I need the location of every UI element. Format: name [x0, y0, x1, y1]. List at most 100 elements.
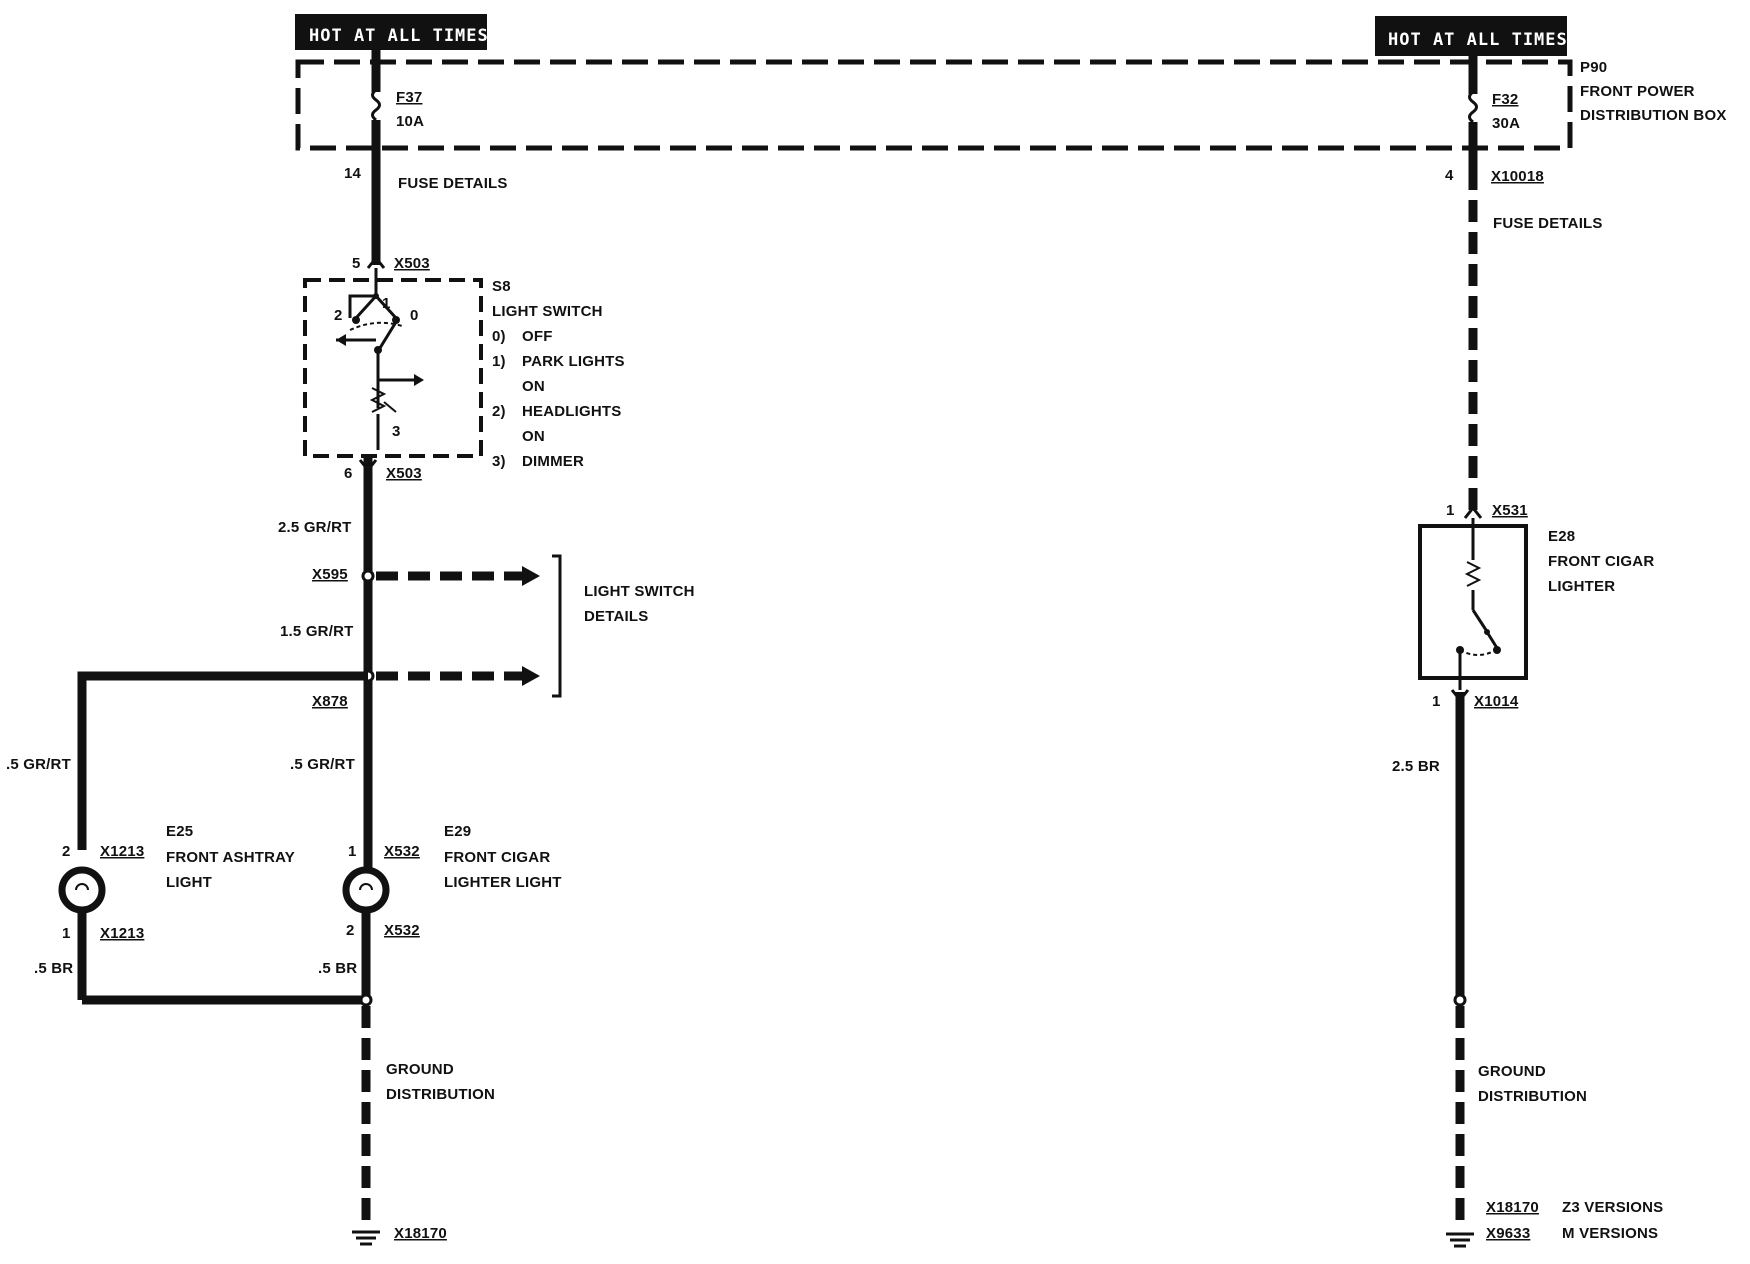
switch-name: LIGHT SWITCH [492, 303, 603, 320]
lighter-pin-bottom: 1 [1432, 693, 1441, 710]
lighter-light-pin-bottom: 2 [346, 922, 355, 939]
wire-label-w3: .5 GR/RT [6, 756, 71, 773]
fuse-f37-icon [371, 88, 381, 122]
switch-details-2: DETAILS [584, 608, 648, 625]
lighter-connector-bottom: X1014 [1474, 693, 1519, 710]
switch-id: S8 [492, 278, 511, 295]
switch-pos-text-4: ON [522, 428, 545, 445]
ground-left-1: GROUND [386, 1061, 454, 1078]
ground-right-1: GROUND [1478, 1063, 1546, 1080]
switch-pos-num-5: 3) [492, 453, 506, 470]
light-switch-outline [303, 278, 483, 458]
switch-pos-text-1: PARK LIGHTS [522, 353, 625, 370]
switch-connector-top: X503 [394, 255, 430, 272]
lighter-light-name-1: FRONT CIGAR [444, 849, 550, 866]
lighter-light-pin-top: 1 [348, 843, 357, 860]
fuse-f37-pin: 14 [344, 165, 362, 182]
switch-contact-0: 0 [410, 307, 419, 324]
header-right: HOT AT ALL TIMES [1375, 16, 1568, 56]
switch-pos-num-3: 2) [492, 403, 506, 420]
fuse-box-id: P90 [1580, 59, 1607, 76]
fuse-f32-icon [1468, 90, 1478, 124]
switch-pos-text-3: HEADLIGHTS [522, 403, 622, 420]
fuse-f32-rating: 30A [1492, 115, 1520, 132]
fuse-box-name-1: FRONT POWER [1580, 83, 1695, 100]
ground-right-node [1453, 993, 1467, 1007]
wire-to-ashtray [77, 671, 368, 850]
switch-pos-text-2: ON [522, 378, 545, 395]
connector-arrow-icon [366, 255, 386, 269]
lighter-name-2: LIGHTER [1548, 578, 1615, 595]
ashtray-name-2: LIGHT [166, 874, 212, 891]
ashtray-id: E25 [166, 823, 193, 840]
lighter-light-connector-top: X532 [384, 843, 420, 860]
ground-right-id2: X9633 [1486, 1225, 1530, 1242]
bulb-filament-icon [75, 883, 89, 891]
fuse-f32-id: F32 [1492, 91, 1518, 108]
header-right-label: HOT AT ALL TIMES [1388, 30, 1568, 50]
switch-pos-text-5: DIMMER [522, 453, 584, 470]
ground-left-icon [352, 1230, 380, 1246]
arrow-right-icon [522, 566, 540, 586]
ground-left-2: DISTRIBUTION [386, 1086, 495, 1103]
wire-label-w6: .5 BR [318, 960, 357, 977]
wire-label-w7: 2.5 BR [1392, 758, 1440, 775]
ashtray-pin-top: 2 [62, 843, 71, 860]
ashtray-connector-top: X1213 [100, 843, 144, 860]
switch-connector-bottom: X503 [386, 465, 422, 482]
ground-right-2: DISTRIBUTION [1478, 1088, 1587, 1105]
header-left: HOT AT ALL TIMES [295, 14, 489, 50]
bulb-filament-icon [359, 883, 373, 891]
details-bracket [552, 554, 562, 698]
light-switch-mechanism-icon [336, 268, 424, 450]
fuse-box-outline [295, 59, 1573, 151]
lighter-light-id: E29 [444, 823, 471, 840]
fuse-box-name-2: DISTRIBUTION BOX [1580, 107, 1727, 124]
connector-arrow-icon [1463, 505, 1483, 519]
fuse-f37-id: F37 [396, 89, 422, 106]
cigar-lighter-element-icon [1456, 518, 1501, 690]
wire-label-w1: 2.5 GR/RT [278, 519, 351, 536]
fuse-details-left: FUSE DETAILS [398, 175, 508, 192]
switch-pos-text-0: OFF [522, 328, 553, 345]
splice-x878: X878 [312, 693, 348, 710]
lighter-connector-top: X531 [1492, 502, 1528, 519]
lighter-id: E28 [1548, 528, 1575, 545]
lighter-light-name-2: LIGHTER LIGHT [444, 874, 562, 891]
wire-label-w5: .5 BR [34, 960, 73, 977]
switch-contact-3: 3 [392, 423, 401, 440]
fuse-f32-connector: X10018 [1491, 168, 1544, 185]
switch-contact-1: 1 [382, 295, 391, 312]
splice-x595: X595 [312, 566, 348, 583]
ashtray-pin-bottom: 1 [62, 925, 71, 942]
wire-label-w4: .5 GR/RT [290, 756, 355, 773]
ashtray-connector-bottom: X1213 [100, 925, 144, 942]
fuse-f32-pin: 4 [1445, 167, 1454, 184]
ground-left-id: X18170 [394, 1225, 447, 1242]
ground-right-id2-note: M VERSIONS [1562, 1225, 1658, 1242]
ashtray-name-1: FRONT ASHTRAY [166, 849, 295, 866]
ground-splice-node [359, 993, 373, 1007]
ground-right-id1: X18170 [1486, 1199, 1539, 1216]
lighter-light-bulb-icon [342, 866, 390, 914]
lighter-name-1: FRONT CIGAR [1548, 553, 1654, 570]
switch-pos-num-1: 1) [492, 353, 506, 370]
switch-details-1: LIGHT SWITCH [584, 583, 695, 600]
wire-label-w2: 1.5 GR/RT [280, 623, 353, 640]
ground-right-icon [1446, 1232, 1474, 1248]
fuse-details-right: FUSE DETAILS [1493, 215, 1603, 232]
switch-pin-top: 5 [352, 255, 361, 272]
ashtray-bulb-icon [58, 866, 106, 914]
lighter-light-connector-bottom: X532 [384, 922, 420, 939]
ground-right-id1-note: Z3 VERSIONS [1562, 1199, 1663, 1216]
header-left-label: HOT AT ALL TIMES [309, 26, 489, 46]
splice-x595-node [361, 569, 375, 583]
lighter-pin-top: 1 [1446, 502, 1455, 519]
arrow-right-icon [522, 666, 540, 686]
switch-pos-num-0: 0) [492, 328, 506, 345]
switch-pin-bottom: 6 [344, 465, 353, 482]
fuse-f37-rating: 10A [396, 113, 424, 130]
switch-contact-2: 2 [334, 307, 343, 324]
